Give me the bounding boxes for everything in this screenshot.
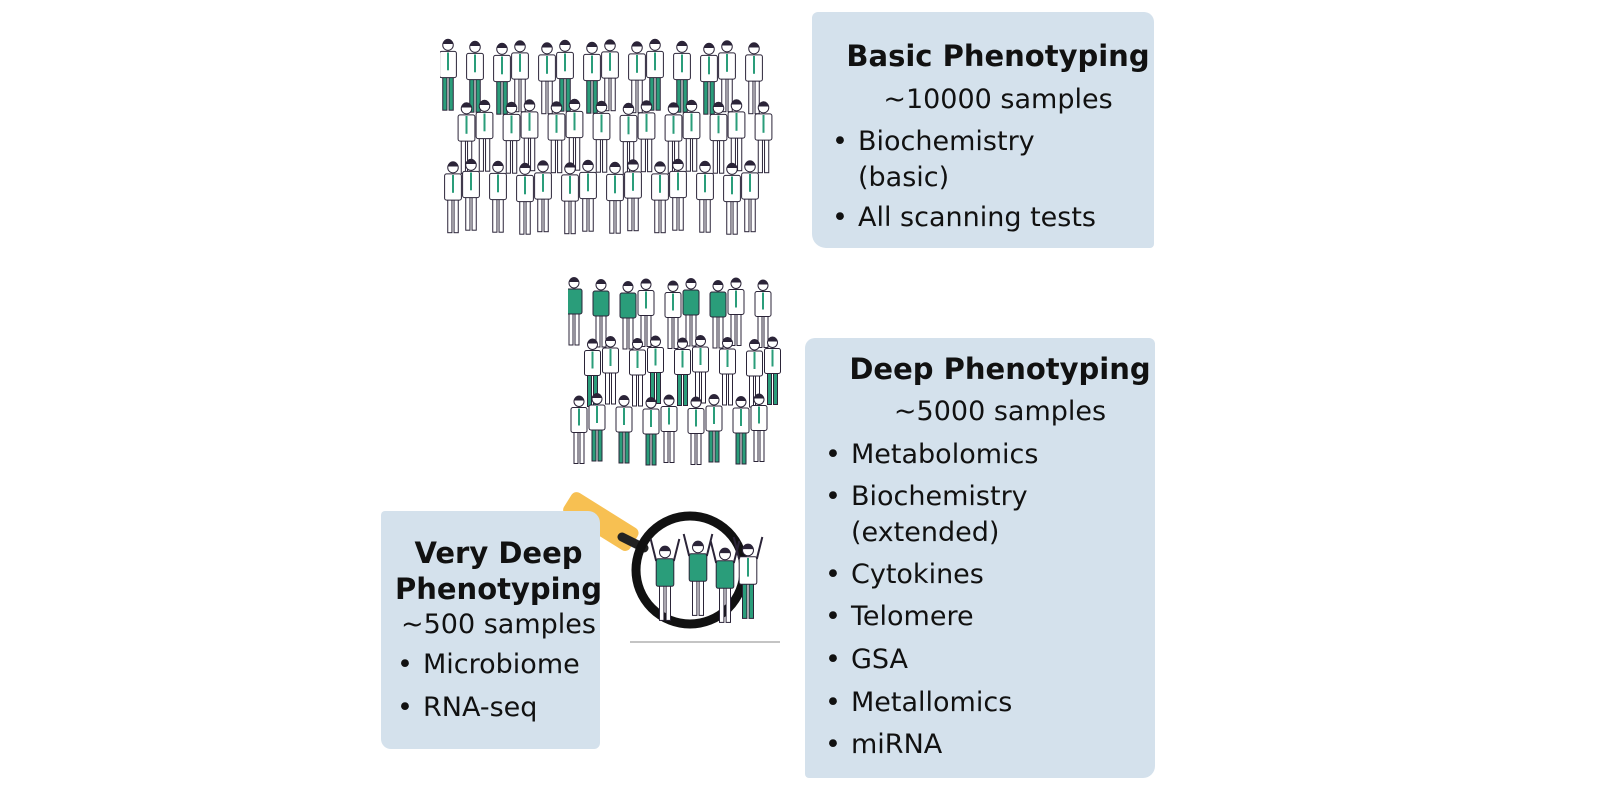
very-deep-title-line2: Phenotyping (394, 572, 602, 606)
very-deep-phenotyping-panel: Very Deep Phenotyping ~500 samples Micro… (381, 511, 602, 749)
list-item: Biochemistry (extended) (825, 479, 1051, 551)
basic-phenotyping-title: Basic Phenotyping (846, 39, 1150, 73)
basic-phenotyping-panel: Basic Phenotyping ~10000 samples Biochem… (812, 12, 1154, 248)
list-item: Biochemistry (basic) (832, 124, 1058, 196)
very-deep-samples-count: ~500 samples (401, 609, 596, 640)
list-item: GSA (825, 642, 1145, 678)
medium-crowd-illustration (568, 277, 781, 466)
very-deep-test-list: Microbiome RNA-seq (397, 647, 597, 726)
list-item: miRNA (825, 727, 1145, 763)
small-crowd-icon (649, 533, 764, 623)
list-item: Telomere (825, 599, 1145, 635)
list-item: Metabolomics (825, 437, 1145, 473)
magnifier-illustration (563, 492, 780, 643)
list-item: Microbiome (397, 647, 597, 683)
deep-samples-count: ~5000 samples (893, 396, 1107, 427)
very-deep-title-line1: Very Deep (414, 536, 583, 570)
list-item: All scanning tests (832, 200, 1132, 236)
large-crowd-illustration (440, 38, 773, 235)
basic-samples-count: ~10000 samples (883, 84, 1113, 115)
deep-phenotyping-panel: Deep Phenotyping ~5000 samples Metabolom… (805, 338, 1155, 778)
deep-phenotyping-title: Deep Phenotyping (849, 352, 1151, 386)
deep-test-list: Metabolomics Biochemistry (extended) Cyt… (825, 437, 1145, 763)
list-item: Cytokines (825, 557, 1145, 593)
list-item: RNA-seq (397, 690, 597, 726)
list-item: Metallomics (825, 685, 1145, 721)
basic-test-list: Biochemistry (basic) All scanning tests (832, 124, 1132, 236)
